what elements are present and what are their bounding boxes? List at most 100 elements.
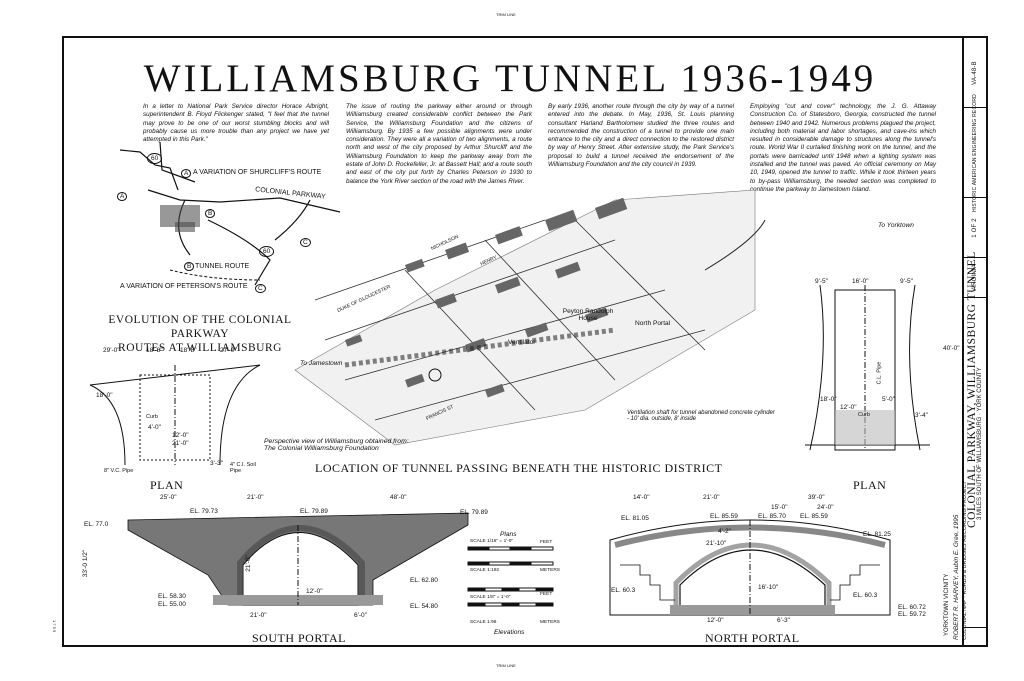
state-cell: VIRGINIA bbox=[964, 258, 986, 298]
south-portal-drawing bbox=[127, 512, 469, 606]
north-portal-dim: 21'-10" bbox=[706, 540, 727, 547]
marker-c: C bbox=[300, 238, 311, 247]
label-to-yorktown: To Yorktown bbox=[878, 222, 914, 229]
label-ventilator: Ventilator bbox=[508, 339, 536, 346]
route-map bbox=[119, 141, 341, 286]
route-map-caption-line-1: EVOLUTION OF THE COLONIAL PARKWAY bbox=[108, 314, 292, 340]
route-60-shield: 60 bbox=[259, 246, 275, 257]
scale-caption-elevations: Elevations bbox=[494, 629, 525, 636]
plan-left-note: 4" C.I. Soil Pipe bbox=[230, 462, 256, 474]
survey-name-cell: HISTORIC AMERICAN ENGINEERING RECORD bbox=[964, 94, 986, 211]
north-portal-elevation: EL. 85.59 bbox=[800, 513, 828, 520]
label-peyton-randolph: Peyton Randolph House bbox=[562, 308, 614, 322]
route-60-shield: 60 bbox=[147, 153, 163, 164]
drawing-title-cell bbox=[964, 298, 986, 628]
marker-c: C bbox=[255, 284, 266, 293]
perspective-credit-line-2: The Colonial Williamsburg Foundation bbox=[264, 445, 379, 452]
north-portal-dim: 4'-2" bbox=[718, 528, 731, 535]
scale-label: SCALE 1/8" = 1'-0" bbox=[470, 595, 511, 600]
route-label-shurcliff: A VARIATION OF SHURCLIFF'S ROUTE bbox=[193, 169, 322, 176]
plan-right-dim: 9'-5" bbox=[900, 278, 913, 285]
delineated-by: ROBERT R. HARVEY, Aubin E. Gree, 1995 bbox=[953, 514, 960, 640]
drawing-subtitle: 3 MILES SOUTH OF WILLIAMSBURG · YORK COU… bbox=[977, 367, 983, 520]
south-portal-dim: 25'-0" bbox=[160, 494, 177, 501]
route-label-tunnel: TUNNEL ROUTE bbox=[195, 263, 250, 270]
north-portal-drawing bbox=[609, 519, 891, 616]
marker-b: B bbox=[205, 209, 216, 218]
scale-label: SCALE 1:96 bbox=[470, 620, 497, 625]
plan-right-note: C.L. Pipe bbox=[876, 361, 883, 385]
survey-number-cell: VA-48-B bbox=[964, 38, 986, 108]
north-portal-dim: 15'-0" bbox=[771, 504, 788, 511]
north-portal-dim: 39'-0" bbox=[808, 494, 825, 501]
marker-a: A bbox=[181, 169, 192, 178]
plan-right-note: Curb bbox=[858, 412, 870, 418]
scale-unit: FEET bbox=[540, 592, 553, 597]
plan-left-dim: 4'-0" bbox=[148, 424, 161, 431]
bottom-trim-note: TRIM LINE bbox=[496, 663, 516, 668]
south-portal-elevation: EL. 79.73 bbox=[190, 508, 218, 515]
label-north-portal: North Portal bbox=[635, 320, 671, 327]
north-portal-elevation: EL. 81.25 bbox=[863, 531, 891, 538]
plan-left-dim: 12'-0" bbox=[172, 432, 189, 439]
scale-label: SCALE 1:192 bbox=[470, 568, 500, 573]
scale-label: SCALE 1/16" = 1'-0" bbox=[470, 539, 514, 544]
plan-left-dim: 3'-3" bbox=[210, 460, 223, 467]
plan-left-drawing bbox=[89, 364, 261, 466]
left-margin-note: 1 7 5 5 bbox=[52, 620, 57, 633]
plan-right-dim: 3'-4" bbox=[915, 412, 928, 419]
north-portal-elevation: EL. 85.59 bbox=[710, 513, 738, 520]
paragraph-3: By early 1936, another route through the… bbox=[548, 103, 734, 169]
south-portal-dim: 48'-0" bbox=[390, 494, 407, 501]
north-portal-dim: 16'-10" bbox=[758, 584, 779, 591]
perspective-view bbox=[294, 189, 766, 446]
south-portal-elevation: EL. 79.89 bbox=[300, 508, 328, 515]
plan-left-note: 8" V.C. Pipe bbox=[104, 468, 134, 474]
label-ventilation-note: Ventilation shaft for tunnel abandoned c… bbox=[627, 410, 775, 422]
north-portal-elevation: EL. 60.3 bbox=[611, 587, 636, 594]
scale-bars bbox=[467, 546, 554, 607]
south-portal-dim: 6'-0" bbox=[354, 612, 367, 619]
plan-right-dim: 9'-5" bbox=[815, 278, 828, 285]
plan-right-caption: PLAN bbox=[853, 478, 887, 492]
south-portal-dim: 21'-0" bbox=[247, 494, 264, 501]
south-portal-elevation: EL. 79.89 bbox=[460, 509, 488, 516]
south-portal-elevation: EL. 62.80 bbox=[410, 577, 438, 584]
perspective-credit-line-1: Perspective view of Williamsburg obtaine… bbox=[264, 438, 409, 445]
paragraph-4: Employing "cut and cover" technology, th… bbox=[750, 103, 936, 193]
marker-b: B bbox=[184, 262, 195, 271]
drawing-frame bbox=[62, 36, 964, 647]
sheet-number: 1 OF 2 bbox=[972, 217, 978, 238]
perspective-caption: LOCATION OF TUNNEL PASSING BENEATH THE H… bbox=[315, 461, 723, 475]
vicinity: YORKTOWN VICINITY bbox=[944, 573, 950, 636]
scale-caption-plans: Plans bbox=[500, 531, 517, 538]
north-portal-elevation: EL. 81.05 bbox=[621, 515, 649, 522]
route-map-caption-line-2: ROUTES AT WILLIAMSBURG bbox=[118, 342, 282, 354]
route-label-peterson: A VARIATION OF PETERSON'S ROUTE bbox=[120, 283, 248, 290]
north-portal-elevation: EL. 59.72 bbox=[898, 611, 926, 618]
north-portal-elevation: EL. 85.70 bbox=[758, 513, 786, 520]
plan-left-dim: 27'-0" bbox=[220, 347, 237, 354]
paragraph-2: The issue of routing the parkway either … bbox=[346, 103, 532, 185]
plan-right-dim: 16'-0" bbox=[852, 278, 869, 285]
top-trim-note: TRIM LINE bbox=[496, 12, 516, 17]
title-block: VA-48-B HISTORIC AMERICAN ENGINEERING RE… bbox=[964, 36, 988, 647]
plan-left-caption: PLAN bbox=[150, 478, 184, 492]
north-portal-dim: 24'-0" bbox=[817, 504, 834, 511]
scale-unit: METERS bbox=[540, 620, 560, 625]
south-portal-elevation: EL. 58.30 bbox=[158, 593, 186, 600]
south-portal-elevation: EL. 54.80 bbox=[410, 603, 438, 610]
scale-unit: FEET bbox=[540, 540, 553, 545]
plan-left-dim: 18'-8" bbox=[180, 347, 197, 354]
north-portal-caption: NORTH PORTAL bbox=[705, 631, 800, 645]
north-portal-dim: 14'-0" bbox=[633, 494, 650, 501]
perspective-credit: Perspective view of Williamsburg obtaine… bbox=[264, 438, 409, 452]
project-name: COLONIAL NHP · ROADS & BRIDGES RECORDING… bbox=[962, 481, 968, 640]
plan-right-dim: 18'-0" bbox=[820, 396, 837, 403]
marker-a: A bbox=[117, 192, 128, 201]
south-portal-caption: SOUTH PORTAL bbox=[252, 631, 346, 645]
south-portal-dim: 33'-0 1/2" bbox=[82, 549, 90, 578]
south-portal-elevation: EL. 55.00 bbox=[158, 601, 186, 608]
plan-right-drawing bbox=[805, 284, 930, 451]
plan-left-dim: 29'-0" bbox=[103, 347, 120, 354]
